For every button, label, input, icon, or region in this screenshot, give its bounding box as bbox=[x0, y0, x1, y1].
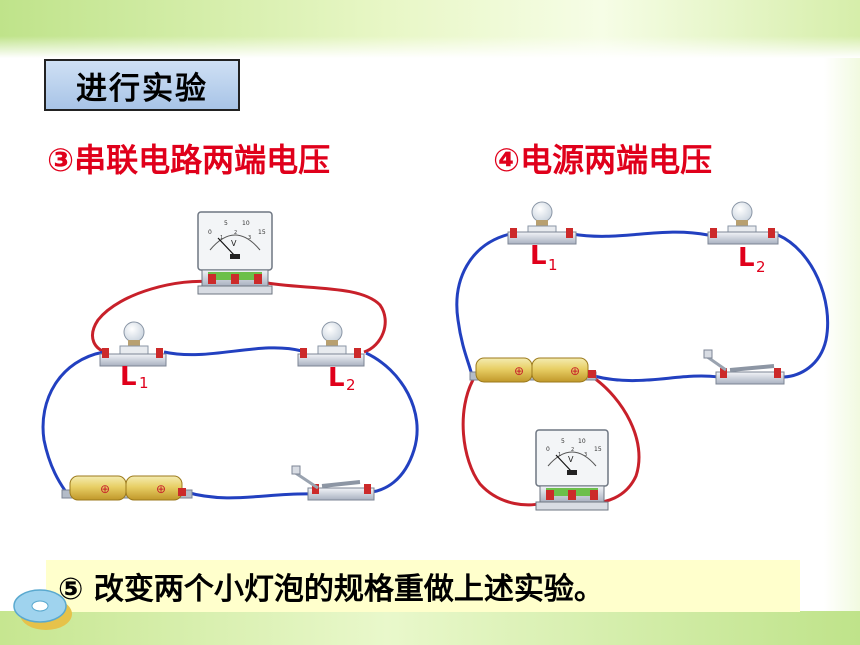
voltmeter-inner-scale-1: 1 bbox=[220, 235, 223, 241]
voltmeter-inner-scale-3: 3 bbox=[248, 235, 251, 241]
wire-blue-left-loop bbox=[41, 350, 105, 493]
voltmeter-scale-15: 15 bbox=[258, 229, 266, 236]
voltmeter-inner-scale-2: 2 bbox=[234, 230, 237, 236]
battery-left: ⊕ ⊕ bbox=[61, 475, 193, 501]
wire-blue-battery-switch bbox=[185, 490, 315, 500]
voltmeter-left: 0 5 10 15 1 2 3 V bbox=[197, 211, 273, 295]
wire-blue-right-loop bbox=[365, 351, 419, 494]
switch-left bbox=[291, 465, 375, 501]
wire-blue-top-left bbox=[455, 232, 511, 377]
battery-left-plus-1: ⊕ bbox=[100, 482, 110, 496]
wire-blue-battery-switch bbox=[593, 374, 719, 383]
voltmeter-right-inner-scale-2: 2 bbox=[571, 447, 574, 453]
voltmeter-right-unit: V bbox=[568, 455, 574, 464]
switch-right bbox=[703, 349, 785, 385]
wire-blue-top bbox=[571, 230, 709, 238]
cd-disc-icon bbox=[13, 589, 72, 630]
wire-blue-top-right bbox=[777, 233, 830, 379]
voltmeter-right-scale-0: 0 bbox=[546, 446, 550, 453]
wire-red-meter-left bbox=[91, 279, 213, 354]
experiment-4-title: ④电源两端电压 bbox=[493, 141, 713, 179]
bulb-right-2 bbox=[707, 201, 779, 245]
wire-red-battery-left bbox=[461, 377, 547, 507]
top-decorative-band bbox=[0, 0, 860, 58]
battery-right-plus-2: ⊕ bbox=[570, 364, 580, 378]
experiment-3-title: ③串联电路两端电压 bbox=[47, 141, 331, 179]
voltmeter-right-inner-scale-1: 1 bbox=[558, 452, 561, 458]
voltmeter-scale-10: 10 bbox=[242, 220, 250, 227]
bulb-left-2-label: L bbox=[328, 363, 345, 393]
bulb-right-1-label: L bbox=[530, 241, 547, 271]
bulb-right-1 bbox=[507, 201, 577, 245]
voltmeter-right-inner-scale-3: 3 bbox=[584, 452, 587, 458]
bulb-left-2-subscript: 2 bbox=[346, 376, 356, 394]
voltmeter-right-scale-5: 5 bbox=[561, 438, 565, 445]
bulb-right-2-label: L bbox=[738, 243, 755, 273]
battery-left-plus-2: ⊕ bbox=[156, 482, 166, 496]
bulb-right-1-subscript: 1 bbox=[548, 256, 558, 274]
voltmeter-scale-0: 0 bbox=[208, 229, 212, 236]
circuit-series: 0 5 10 15 1 2 3 V L 1 bbox=[41, 211, 419, 501]
voltmeter-right-scale-10: 10 bbox=[578, 438, 586, 445]
battery-right-plus-1: ⊕ bbox=[514, 364, 524, 378]
section-label: 进行实验 bbox=[44, 59, 240, 111]
battery-right: ⊕ ⊕ bbox=[469, 357, 597, 383]
voltmeter-unit: V bbox=[231, 239, 237, 248]
voltmeter-scale-5: 5 bbox=[224, 220, 228, 227]
bottom-decorative-band bbox=[0, 611, 860, 645]
wire-blue-bulbs bbox=[163, 346, 303, 357]
voltmeter-right: 0 5 10 15 1 2 3 V bbox=[535, 429, 609, 511]
wire-red-battery-right bbox=[589, 376, 641, 504]
bulb-left-1 bbox=[99, 321, 167, 367]
instruction-note: ⑤ 改变两个小灯泡的规格重做上述实验。 bbox=[46, 560, 800, 612]
wire-red-meter-right bbox=[261, 280, 387, 354]
bulb-left-1-subscript: 1 bbox=[139, 374, 149, 392]
circuit-source: L 1 L 2 ⊕ ⊕ bbox=[455, 201, 830, 511]
voltmeter-right-scale-15: 15 bbox=[594, 446, 602, 453]
bulb-right-2-subscript: 2 bbox=[756, 258, 766, 276]
bulb-left-2 bbox=[297, 321, 365, 367]
right-decorative-stripe bbox=[824, 58, 860, 618]
bulb-left-1-label: L bbox=[120, 362, 137, 392]
